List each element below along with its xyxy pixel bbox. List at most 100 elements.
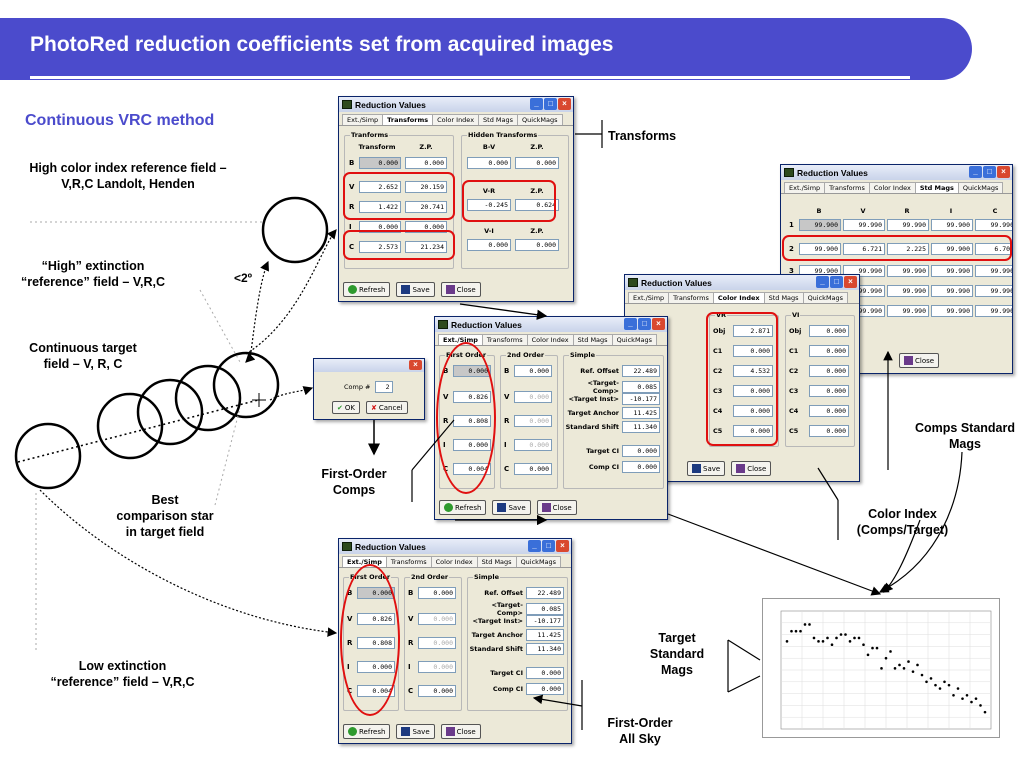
value-field[interactable]: 0.000: [467, 157, 511, 169]
value-field[interactable]: 0.000: [514, 439, 552, 451]
value-field[interactable]: 0.000: [405, 157, 447, 169]
value-field[interactable]: -0.245: [467, 199, 511, 211]
close-icon[interactable]: ×: [558, 98, 571, 110]
tab-std-mags[interactable]: Std Mags: [476, 556, 517, 567]
value-field[interactable]: 0.000: [809, 385, 849, 397]
maximize-icon[interactable]: □: [830, 276, 843, 288]
value-field[interactable]: 2.225: [887, 243, 929, 255]
value-field[interactable]: 0.000: [418, 613, 456, 625]
value-field[interactable]: 99.990: [975, 285, 1012, 297]
close-icon[interactable]: ×: [556, 540, 569, 552]
value-field[interactable]: -10.177: [526, 615, 564, 627]
value-field[interactable]: 99.990: [887, 305, 929, 317]
value-field[interactable]: 0.000: [418, 587, 456, 599]
value-field[interactable]: 20.159: [405, 181, 447, 193]
target-ci-field[interactable]: 0.000: [526, 667, 564, 679]
value-field[interactable]: 0.000: [733, 425, 773, 437]
tab-color-index[interactable]: Color Index: [432, 114, 480, 125]
value-field[interactable]: 0.624: [515, 199, 559, 211]
tab-quickmags[interactable]: QuickMags: [517, 114, 563, 125]
save-button[interactable]: Save: [396, 724, 435, 739]
close-button[interactable]: Close: [899, 353, 940, 368]
tab-transforms[interactable]: Transforms: [668, 292, 714, 303]
value-field[interactable]: 99.990: [887, 285, 929, 297]
value-field[interactable]: 11.425: [622, 407, 660, 419]
close-icon[interactable]: ×: [652, 318, 665, 330]
tab-color-index[interactable]: Color Index: [868, 182, 916, 193]
maximize-icon[interactable]: □: [544, 98, 557, 110]
value-field[interactable]: 99.900: [799, 219, 841, 231]
value-field[interactable]: 0.000: [809, 325, 849, 337]
value-field[interactable]: 99.990: [931, 305, 973, 317]
value-field[interactable]: 0.000: [733, 405, 773, 417]
value-field[interactable]: 11.425: [526, 629, 564, 641]
tab-std-mags[interactable]: Std Mags: [763, 292, 804, 303]
value-field[interactable]: 99.990: [887, 219, 929, 231]
value-field[interactable]: 0.000: [514, 463, 552, 475]
value-field[interactable]: 0.000: [418, 637, 456, 649]
value-field[interactable]: 99.900: [931, 243, 973, 255]
value-field[interactable]: 0.000: [809, 405, 849, 417]
value-field[interactable]: 0.000: [515, 239, 559, 251]
value-field[interactable]: 22.489: [622, 365, 660, 377]
value-field[interactable]: 20.741: [405, 201, 447, 213]
maximize-icon[interactable]: □: [638, 318, 651, 330]
save-button[interactable]: Save: [687, 461, 726, 476]
refresh-button[interactable]: Refresh: [439, 500, 487, 515]
value-field[interactable]: 0.000: [418, 685, 456, 697]
tab-color-index[interactable]: Color Index: [526, 334, 574, 345]
tab-quickmags[interactable]: QuickMags: [611, 334, 658, 345]
maximize-icon[interactable]: □: [542, 540, 555, 552]
value-field[interactable]: 99.900: [931, 219, 973, 231]
value-field[interactable]: 99.990: [887, 265, 929, 277]
value-field[interactable]: 99.990: [931, 265, 973, 277]
refresh-button[interactable]: Refresh: [343, 282, 391, 297]
value-field[interactable]: 11.340: [622, 421, 660, 433]
value-field[interactable]: 99.990: [975, 219, 1012, 231]
close-button[interactable]: Close: [536, 500, 577, 515]
target-ci-field[interactable]: 0.000: [622, 445, 660, 457]
value-field[interactable]: 0.000: [809, 345, 849, 357]
comp-ci-field[interactable]: 0.000: [622, 461, 660, 473]
minimize-icon[interactable]: _: [528, 540, 541, 552]
comp-number-input[interactable]: 2: [374, 381, 393, 393]
value-field[interactable]: 0.000: [733, 345, 773, 357]
value-field[interactable]: 99.990: [975, 305, 1012, 317]
value-field[interactable]: 11.340: [526, 643, 564, 655]
value-field[interactable]: 0.000: [515, 157, 559, 169]
value-field[interactable]: 0.000: [359, 157, 401, 169]
tab-transforms[interactable]: Transforms: [382, 114, 434, 125]
value-field[interactable]: 0.000: [733, 385, 773, 397]
value-field[interactable]: -10.177: [622, 393, 660, 405]
value-field[interactable]: 99.990: [843, 219, 885, 231]
close-icon[interactable]: ×: [844, 276, 857, 288]
value-field[interactable]: 2.573: [359, 241, 401, 253]
save-button[interactable]: Save: [396, 282, 435, 297]
tab-transforms[interactable]: Transforms: [385, 556, 432, 567]
tab-std-mags[interactable]: Std Mags: [572, 334, 613, 345]
tab-ext-simp[interactable]: Ext./Simp: [342, 114, 384, 125]
ok-button[interactable]: ✔OK: [332, 401, 360, 414]
tab-std-mags[interactable]: Std Mags: [914, 182, 959, 193]
value-field[interactable]: 22.489: [526, 587, 564, 599]
tab-color-index[interactable]: Color Index: [712, 292, 765, 303]
tab-quickmags[interactable]: QuickMags: [802, 292, 849, 303]
value-field[interactable]: 1.422: [359, 201, 401, 213]
cancel-button[interactable]: ✘Cancel: [365, 401, 408, 414]
value-field[interactable]: 0.000: [514, 415, 552, 427]
close-icon[interactable]: ×: [997, 166, 1010, 178]
value-field[interactable]: 0.085: [526, 603, 564, 615]
value-field[interactable]: 0.000: [809, 365, 849, 377]
value-field[interactable]: 4.532: [733, 365, 773, 377]
minimize-icon[interactable]: _: [816, 276, 829, 288]
minimize-icon[interactable]: _: [624, 318, 637, 330]
value-field[interactable]: 2.652: [359, 181, 401, 193]
tab-transforms[interactable]: Transforms: [481, 334, 528, 345]
tab-transforms[interactable]: Transforms: [824, 182, 870, 193]
save-button[interactable]: Save: [492, 500, 531, 515]
tab-quickmags[interactable]: QuickMags: [957, 182, 1004, 193]
tab-color-index[interactable]: Color Index: [430, 556, 478, 567]
minimize-icon[interactable]: _: [969, 166, 982, 178]
close-button[interactable]: Close: [731, 461, 772, 476]
value-field[interactable]: 6.703: [975, 243, 1012, 255]
